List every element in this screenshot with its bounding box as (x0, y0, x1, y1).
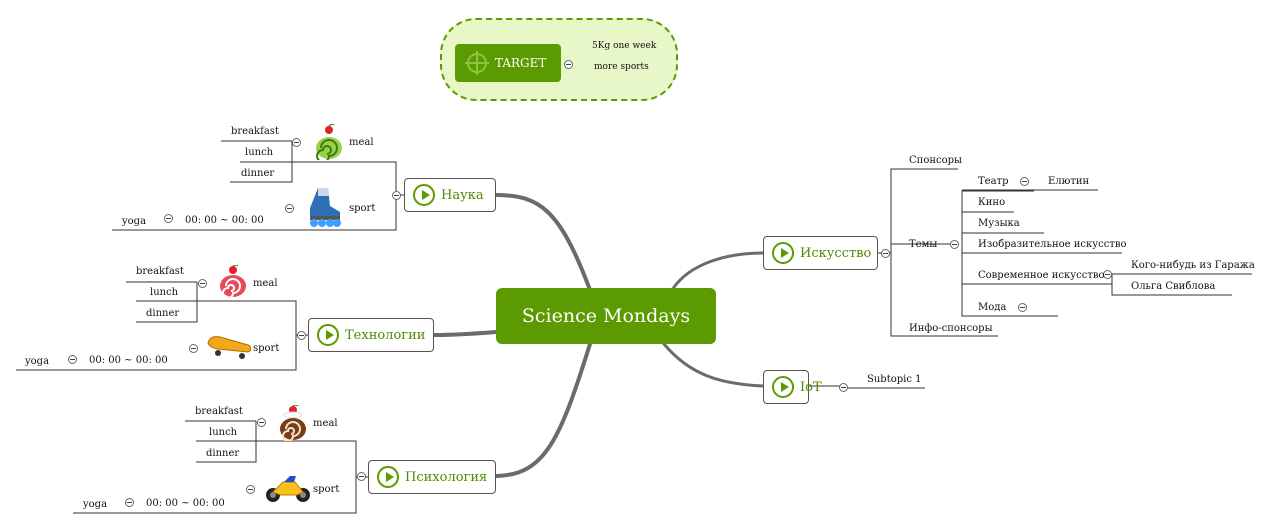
yoga-label: yoga (83, 499, 108, 510)
topic-label: IoT (800, 379, 822, 395)
topic-nauka[interactable]: Наука (404, 178, 496, 212)
collapse-toggle[interactable] (357, 472, 366, 481)
collapse-toggle[interactable] (564, 60, 573, 69)
play-icon (772, 242, 794, 264)
topic-label: Технологии (345, 327, 426, 343)
theme-item: Изобразительное искусство (978, 239, 1127, 250)
motorcycle-icon (266, 476, 310, 502)
cake-roll-icon (280, 405, 306, 441)
topic-label: Искусство (800, 245, 872, 261)
collapse-toggle[interactable] (1020, 177, 1029, 186)
cake-swirl-icon (316, 124, 342, 160)
collapse-toggle[interactable] (257, 418, 266, 427)
theme-item: Современное искусство (978, 270, 1105, 281)
collapse-toggle[interactable] (292, 138, 301, 147)
target-node[interactable]: TARGET (455, 44, 561, 82)
sport-label: sport (253, 343, 280, 354)
themes: Темы (909, 239, 938, 250)
collapse-toggle[interactable] (285, 204, 294, 213)
skateboard-icon (207, 336, 252, 359)
meal-item: lunch (150, 287, 179, 298)
cake-spiral-icon (220, 265, 246, 299)
yoga-time: 00: 00 ~ 00: 00 (146, 498, 225, 509)
meal-item: breakfast (231, 126, 279, 137)
crosshair-icon (465, 51, 489, 75)
rollerblade-icon (310, 188, 341, 227)
play-icon (772, 376, 794, 398)
theme-item: Театр (978, 176, 1009, 187)
collapse-toggle[interactable] (839, 383, 848, 392)
collapse-toggle[interactable] (881, 249, 890, 258)
yoga-label: yoga (25, 356, 50, 367)
play-icon (377, 466, 399, 488)
meal-item: lunch (245, 147, 274, 158)
theme-subitem: Ольга Свиблова (1131, 281, 1216, 292)
subtopic: Subtopic 1 (867, 374, 922, 385)
topic-iot[interactable]: IoT (763, 370, 822, 404)
sport-label: sport (349, 203, 376, 214)
info-sponsors: Инфо-спонсоры (909, 323, 993, 334)
meal-item: dinner (146, 308, 180, 319)
meal-item: dinner (206, 448, 240, 459)
play-icon (317, 324, 339, 346)
topic-psychology[interactable]: Психология (368, 460, 496, 494)
meal-label: meal (313, 418, 338, 429)
collapse-toggle[interactable] (1018, 303, 1027, 312)
topic-label: Наука (441, 187, 484, 203)
yoga-time: 00: 00 ~ 00: 00 (185, 215, 264, 226)
topic-art[interactable]: Искусство (763, 236, 878, 270)
collapse-toggle[interactable] (246, 485, 255, 494)
collapse-toggle[interactable] (68, 355, 77, 364)
theme-item: Мода (978, 302, 1007, 313)
meal-item: dinner (241, 168, 275, 179)
theme-subitem: Елютин (1048, 176, 1090, 187)
collapse-toggle[interactable] (164, 214, 173, 223)
sponsors: Спонсоры (909, 155, 962, 166)
meal-label: meal (253, 278, 278, 289)
yoga-time: 00: 00 ~ 00: 00 (89, 355, 168, 366)
play-icon (413, 184, 435, 206)
collapse-toggle[interactable] (189, 344, 198, 353)
topic-label: Психология (405, 469, 488, 485)
theme-item: Кино (978, 197, 1006, 208)
theme-subitem: Кого-нибудь из Гаража (1131, 260, 1255, 271)
theme-item: Музыка (978, 218, 1020, 229)
collapse-toggle[interactable] (198, 279, 207, 288)
meal-item: breakfast (195, 406, 243, 417)
topic-tech[interactable]: Технологии (308, 318, 434, 352)
collapse-toggle[interactable] (1103, 270, 1112, 279)
collapse-toggle[interactable] (125, 498, 134, 507)
target-child: 5Kg one week (592, 41, 657, 51)
target-label: TARGET (495, 56, 547, 70)
sport-label: sport (313, 484, 340, 495)
collapse-toggle[interactable] (950, 240, 959, 249)
yoga-label: yoga (122, 216, 147, 227)
meal-item: breakfast (136, 266, 184, 277)
central-topic[interactable]: Science Mondays (496, 288, 716, 344)
collapse-toggle[interactable] (297, 331, 306, 340)
meal-item: lunch (209, 427, 238, 438)
target-child: more sports (594, 62, 649, 72)
collapse-toggle[interactable] (392, 191, 401, 200)
meal-label: meal (349, 137, 374, 148)
